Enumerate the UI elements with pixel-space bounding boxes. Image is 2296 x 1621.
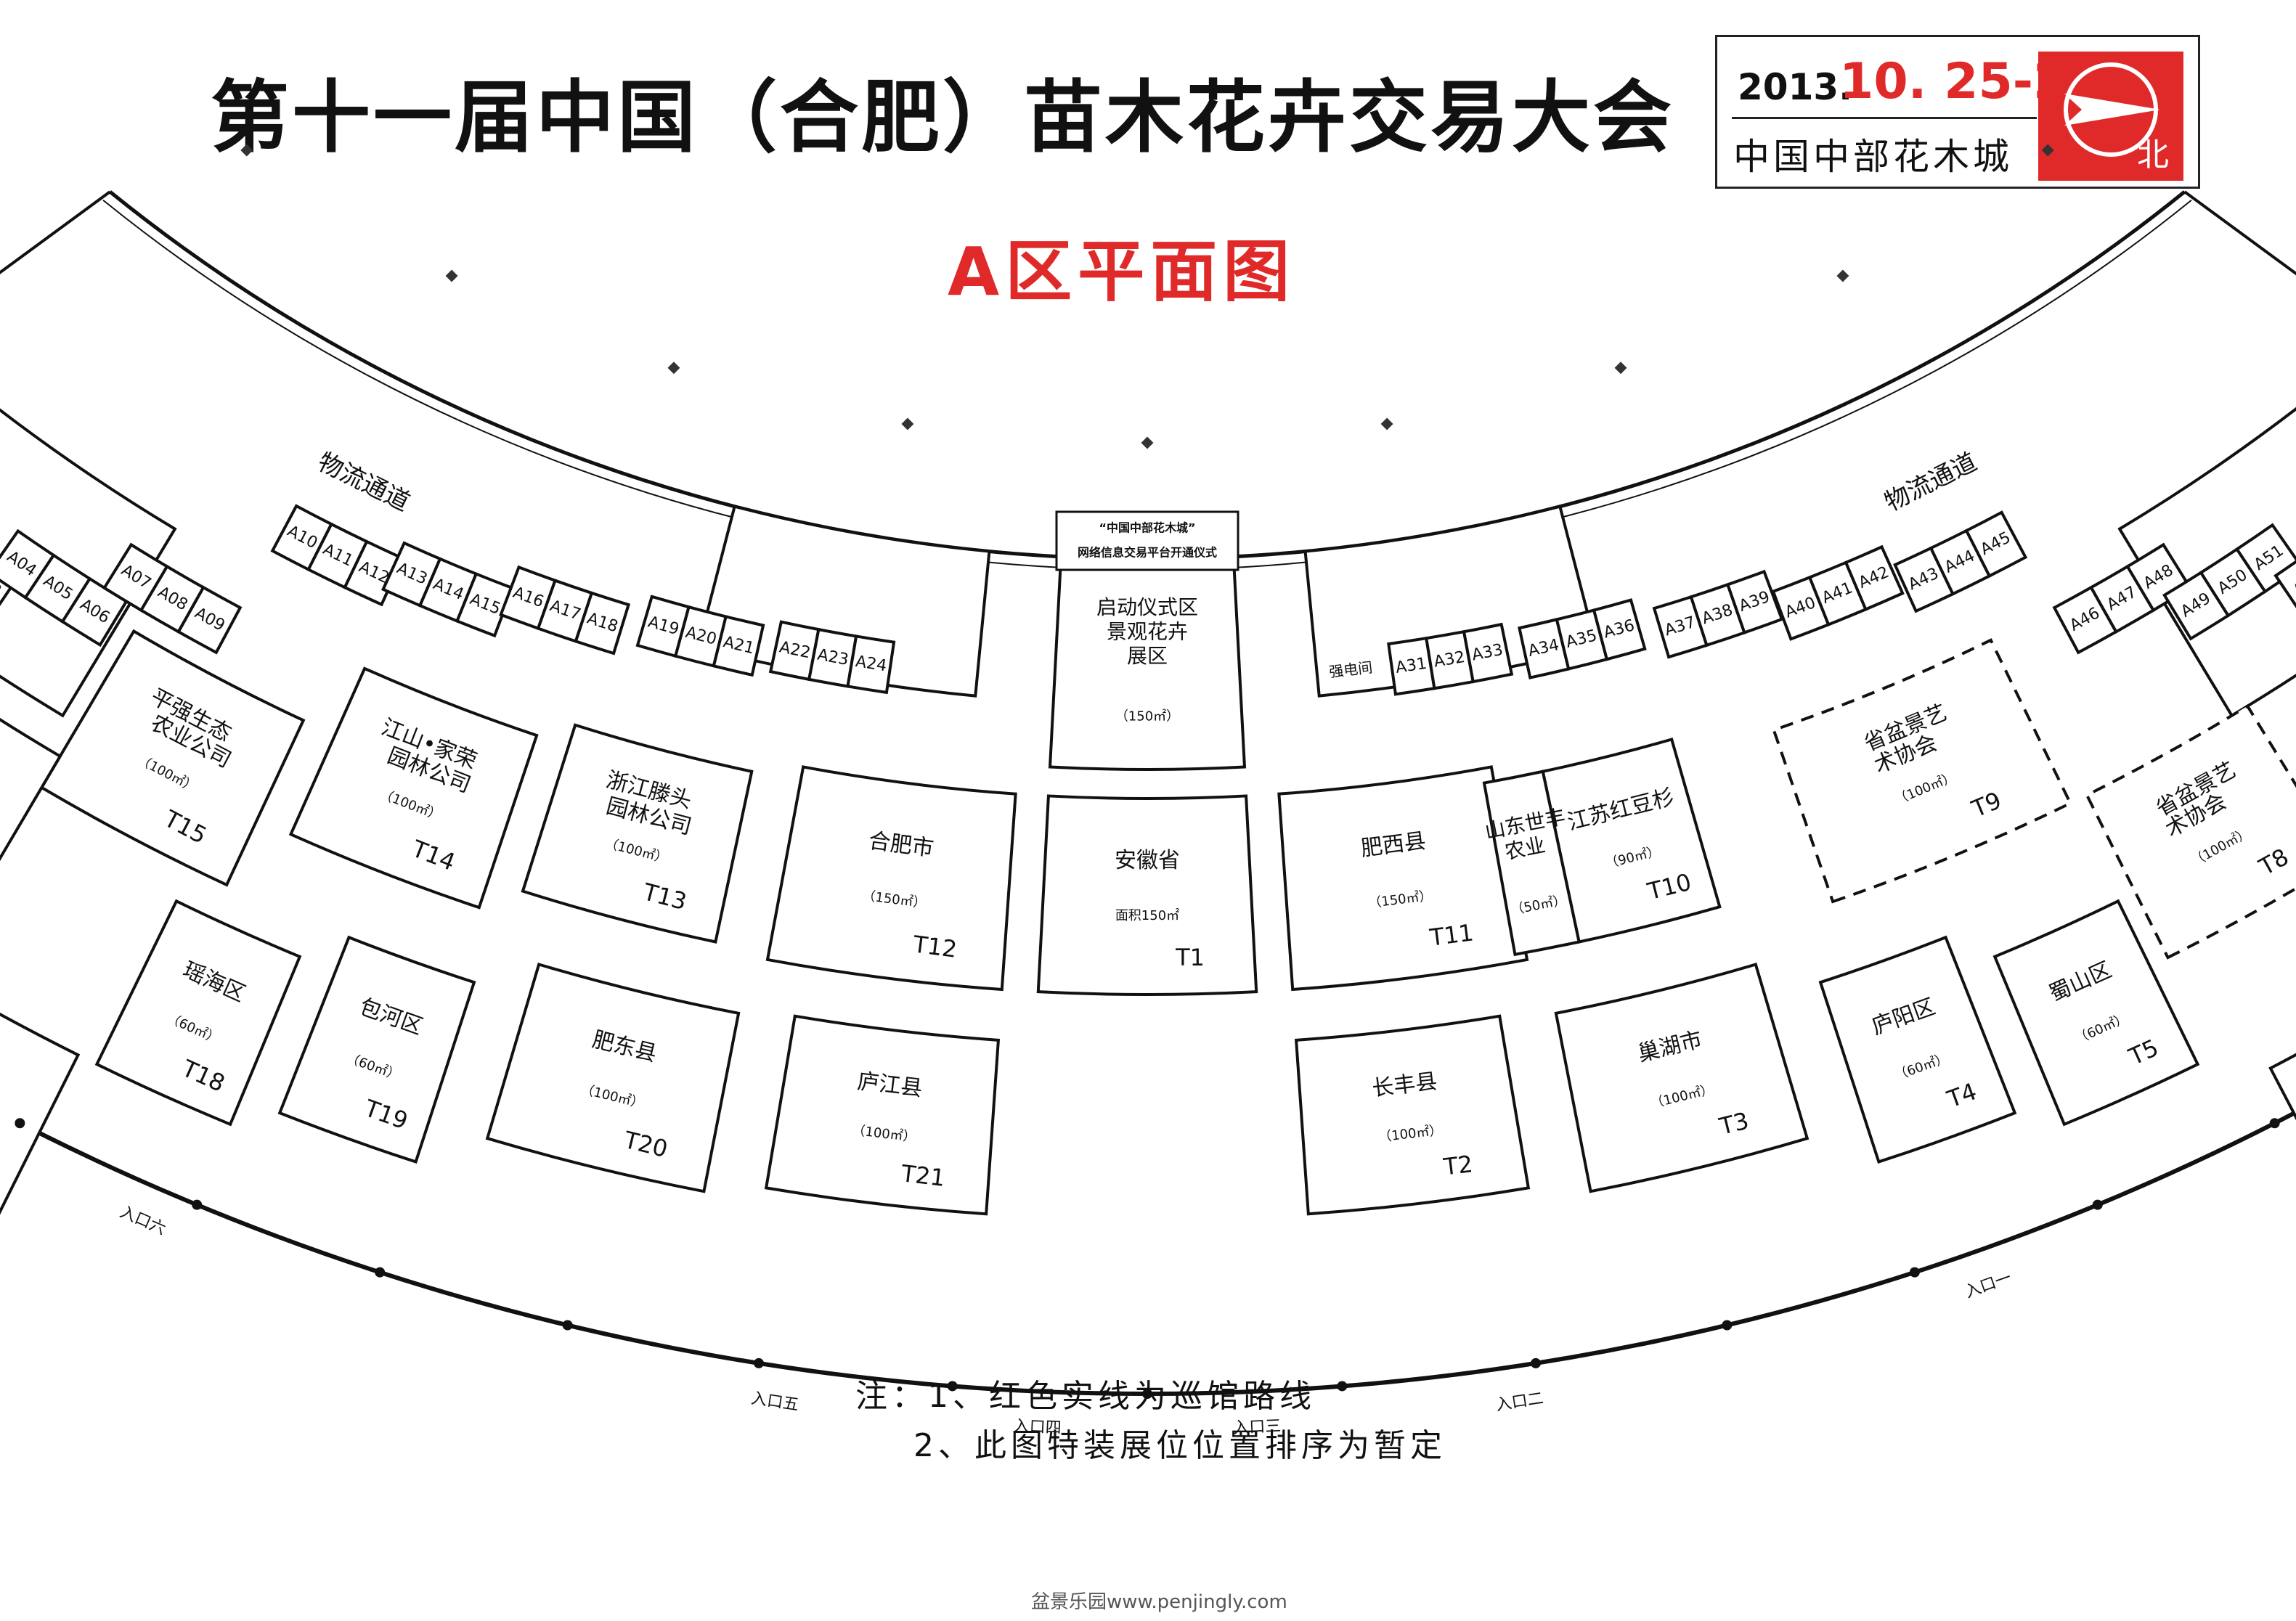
zone-T18 [94,899,302,1127]
zone-T14 [288,666,539,910]
service-block-3 [0,408,177,718]
column-dot [947,1381,958,1392]
booth-A39 [1725,569,1784,635]
column-dot [15,1118,25,1129]
outdoor-marker [667,362,680,375]
zone-T20 [485,963,741,1193]
date-year: 2013. [1738,66,1853,108]
booth-label-A03: A03 [0,568,4,600]
venue-name: 中国中部花木城 [1733,136,2013,178]
extra-zone-area-1: （150㎡） [1115,709,1179,724]
zone-id-T2: T2 [1441,1150,1474,1181]
zone-id-T12: T12 [911,930,959,963]
column-dot [753,1357,764,1368]
extra-zone-name-1: 展区 [1127,644,1168,668]
zone-area-T1: 面积150㎡ [1115,907,1179,923]
zone-T4 [1818,935,2017,1164]
zone-T6 [2268,1053,2296,1121]
entrance-label-4: 入口四 [1013,1417,1062,1437]
zone-T21 [764,1014,1001,1216]
booth-A24 [846,634,896,695]
outdoor-marker [240,144,253,157]
zone-T9 [1772,638,2072,904]
column-dot [1142,1389,1152,1399]
booth-A21 [712,614,765,677]
entrance-label-1: 入口一 [1963,1269,2014,1302]
outdoor-marker [2041,144,2054,157]
extra-zone-2 [1482,769,1581,957]
north-arrow-icon: 北 [2038,52,2183,181]
zone-name-T1: 安徽省 [1115,848,1180,873]
zone-T3 [1554,963,1809,1193]
zone-T17 [0,1012,81,1215]
column-dot [2092,1199,2103,1210]
corridor-label-east: 物流通道 [1880,447,1982,517]
booth-label-A52: A52 [2290,568,2296,600]
entrance-label-2: 入口二 [1494,1389,1544,1414]
booth-A36 [1592,598,1647,661]
zone-id-T1: T1 [1175,944,1205,971]
column-dot [192,1199,203,1210]
outer-wall-arc [108,190,2186,561]
booth-A52 [2273,560,2296,608]
page-subtitle: A区平面图 [948,233,1296,311]
column-dot [1531,1357,1542,1368]
outdoor-marker [445,269,458,282]
corridor-label-west: 物流通道 [313,447,415,517]
extra-zone-name-1: 启动仪式区 [1096,595,1198,619]
zone-id-T3: T3 [1716,1106,1751,1140]
column-dot [1337,1381,1348,1392]
entrance-label-5: 入口五 [750,1389,800,1414]
extra-zone-name-1: 景观花卉 [1107,620,1188,644]
booth-A09 [176,585,243,655]
booth-A33 [1462,622,1514,684]
outdoor-marker [901,417,914,430]
zone-T15 [39,629,306,887]
zone-id-T21: T21 [899,1159,946,1192]
column-dot [562,1320,573,1331]
zone-T13 [521,723,754,944]
zone-T8 [2085,703,2296,960]
north-label: 北 [2137,136,2169,173]
date-box: 2013. 10. 25-27 中国中部花木城 北 [1715,35,2200,189]
zone-T12 [765,765,1017,992]
zone-T16 [0,717,62,862]
column-dot [375,1267,386,1278]
booth-A42 [1844,544,1905,612]
booth-A18 [574,591,631,656]
booth-A45 [1964,510,2028,579]
zone-T5 [1992,899,2200,1127]
outdoor-marker [1141,436,1154,449]
zone-T2 [1294,1014,1531,1216]
outdoor-marker [1614,362,1627,375]
zone-id-T11: T11 [1428,918,1475,951]
ceremony-line-2: 网络信息交易平台开通仪式 [1078,546,1217,560]
service-block-4 [2117,407,2296,718]
date-divider [1732,117,2037,119]
entrance-label-6: 入口六 [117,1203,168,1238]
column-dot [2269,1118,2280,1129]
entrance-label-3: 入口三 [1233,1417,1282,1437]
zone-T10 [1541,738,1722,944]
note-line-1: 注：1、红色实线为巡馆路线 [855,1378,1316,1415]
zone-T19 [277,935,476,1164]
zone-T1 [1036,794,1258,996]
column-dot [1909,1267,1920,1278]
outdoor-marker [1836,269,1849,282]
ceremony-line-1: “中国中部花木城” [1099,521,1195,535]
page-title: 第十一届中国（合肥）苗木花卉交易大会 [211,73,1675,163]
ceremony-board [1055,510,1239,571]
watermark: 盆景乐园www.penjingly.com [1031,1591,1287,1613]
outdoor-marker [1380,417,1393,430]
notes: 注：1、红色实线为巡馆路线 2、此图特装展位位置排序为暂定 [855,1372,1446,1471]
note-line-2: 2、此图特装展位位置排序为暂定 [913,1427,1446,1465]
column-dot [1722,1320,1733,1331]
